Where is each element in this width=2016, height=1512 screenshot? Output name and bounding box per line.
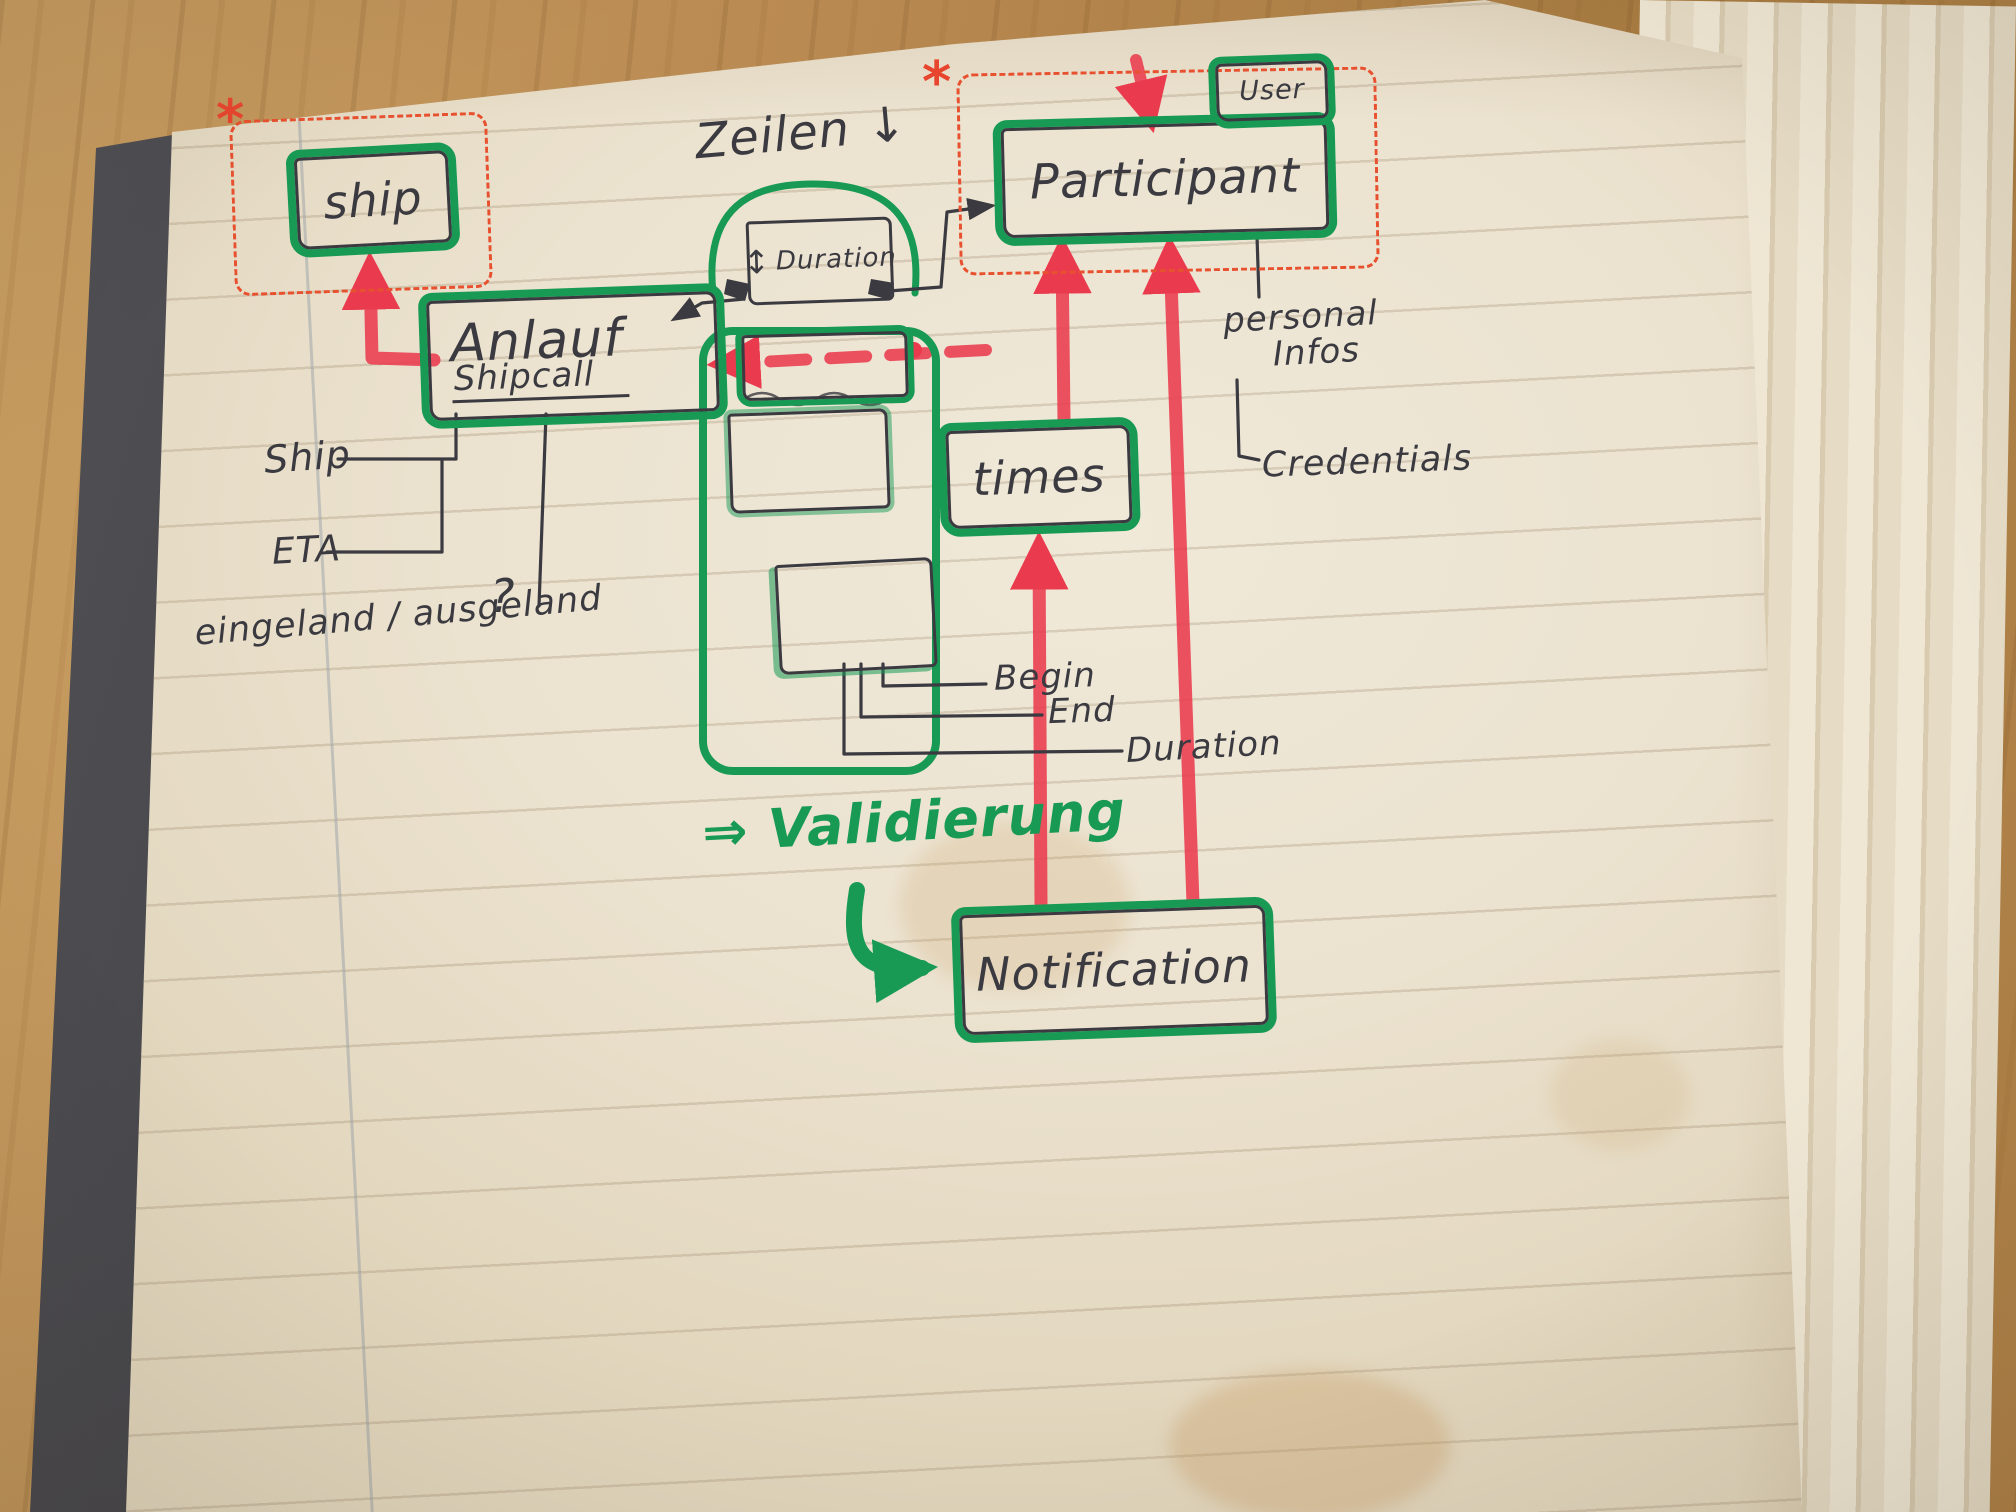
duration-label: Duration	[775, 242, 898, 277]
eta-attribute: ETA	[270, 528, 343, 573]
personal-line2: Infos	[1271, 329, 1361, 375]
times-label: times	[971, 447, 1107, 507]
row-box-middle	[727, 408, 891, 514]
end-attribute: End	[1047, 689, 1117, 733]
asterisk-ship: *	[216, 88, 246, 151]
shipcall-label: Shipcall	[451, 354, 630, 403]
duration-attribute: Duration	[1125, 722, 1283, 772]
notification-label: Notification	[975, 938, 1253, 1002]
ship-attribute: Ship	[262, 432, 353, 482]
notification-node: Notification	[958, 904, 1270, 1036]
question-mark: ?	[490, 569, 516, 623]
user-node: User	[1215, 60, 1329, 122]
asterisk-participant: *	[922, 50, 953, 115]
participant-node: Participant	[1000, 119, 1330, 239]
row-box-top	[741, 330, 909, 402]
row-box-bottom	[774, 556, 938, 676]
duration-node: ↕ Duration	[742, 216, 898, 306]
user-label: User	[1238, 73, 1306, 107]
ship-node: ship	[293, 150, 453, 250]
times-node: times	[945, 424, 1133, 530]
personal-infos-attribute: personal Infos	[1222, 293, 1380, 375]
participant-label: Participant	[1029, 147, 1301, 211]
anlauf-node: Anlauf Shipcall	[425, 290, 721, 422]
double-arrow-icon: ⇒	[700, 798, 751, 865]
ship-label: ship	[322, 170, 424, 230]
credentials-attribute: Credentials	[1261, 438, 1473, 486]
down-arrow-icon: ↓	[863, 95, 910, 156]
vertical-arrow-icon: ↕	[742, 242, 772, 282]
